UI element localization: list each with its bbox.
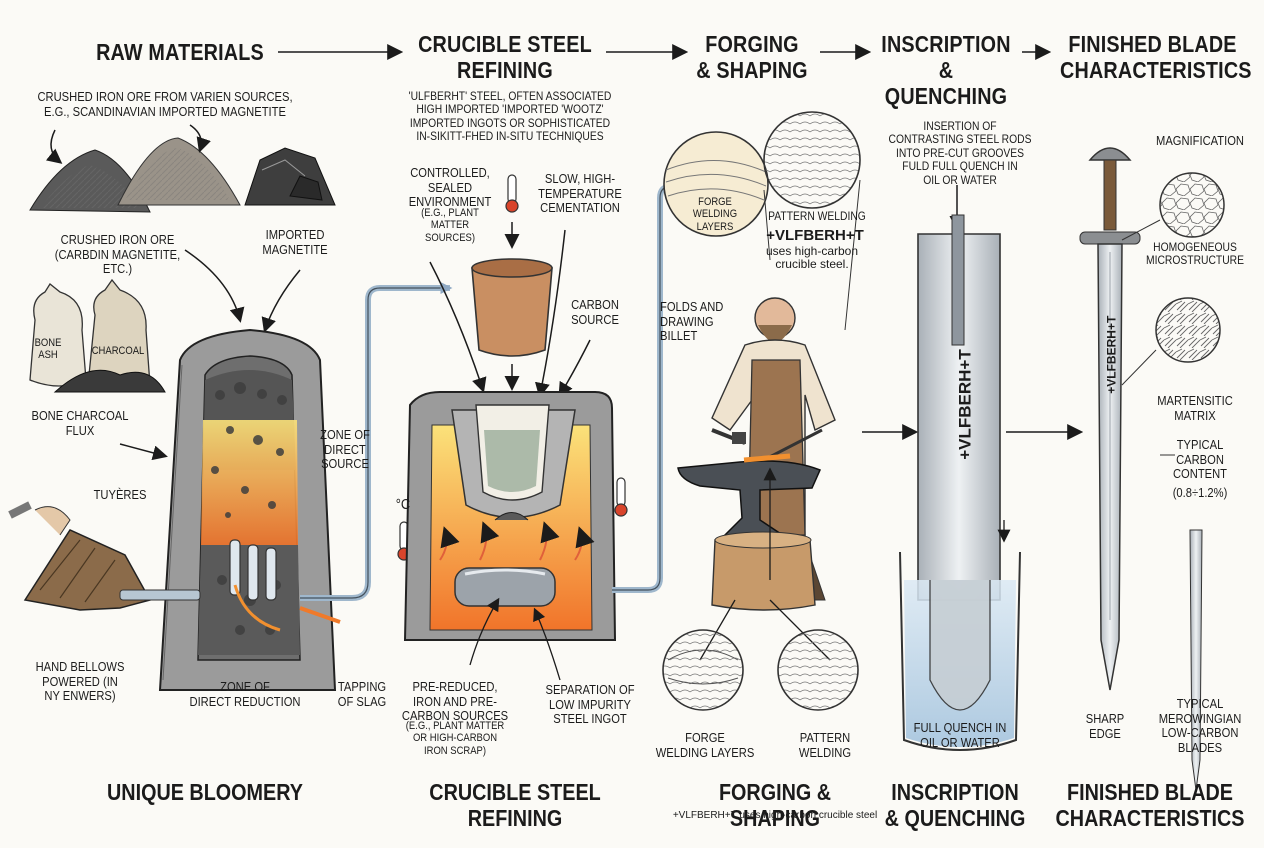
imported-magnetite-label: IMPORTED MAGNETITE — [262, 227, 328, 257]
bloomery-furnace — [158, 282, 453, 691]
sword — [1079, 147, 1203, 791]
prereduced-eg-label: (E.G., PLANT MATTER OR HIGH-CARBON IRON … — [405, 720, 505, 757]
micro-circles — [1121, 172, 1225, 456]
bottom-magnifiers — [662, 629, 859, 711]
carbon-range-label: (0.8÷1.2%) — [1172, 485, 1228, 500]
quench-assembly — [899, 185, 1021, 751]
zone-direct-source-label: ZONE OF DIRECT SOURCE — [320, 427, 370, 472]
carbon-source-label: CARBON SOURCE — [571, 297, 619, 327]
pattern-welding-bottom-label: PATTERN WELDING — [798, 730, 852, 760]
bottom-title-inscription: INSCRIPTION & QUENCHING — [884, 779, 1026, 831]
tuyeres-label: TUYÈRES — [93, 487, 147, 502]
tapping-slag-label: TAPPING OF SLAG — [337, 679, 387, 709]
charcoal-label: CHARCOAL — [91, 345, 145, 357]
sacks — [29, 278, 166, 393]
bone-ash-label: BONE ASH — [34, 337, 62, 362]
controlled-environment-label: CONTROLLED, SEALED ENVIRONMENT — [408, 165, 492, 210]
typical-carbon-label: TYPICAL CARBON CONTENT — [1172, 437, 1228, 482]
slow-cementation-label: SLOW, HIGH- TEMPERATURE CEMENTATION — [538, 171, 622, 216]
forge-layers-circle-label: FORGE WELDING LAYERS — [692, 196, 738, 233]
crucible-furnace — [403, 183, 700, 641]
sharp-edge-label: SHARP EDGE — [1085, 711, 1125, 741]
prereduced-label: PRE-REDUCED, IRON AND PRE- CARBON SOURCE… — [401, 679, 509, 724]
header-finished: FINISHED BLADE CHARACTERISTICS — [1060, 31, 1252, 83]
celsius-label: °C — [395, 496, 411, 513]
separation-label: SEPARATION OF LOW IMPURITY STEEL INGOT — [545, 682, 635, 727]
crucible-cup — [471, 258, 553, 357]
crucible-description: 'ULFBERHT' STEEL, OFTEN ASSOCIATED HIGH … — [408, 89, 612, 144]
full-quench-label: FULL QUENCH IN OIL OR WATER — [913, 720, 1007, 750]
insertion-label: INSERTION OF CONTRASTING STEEL RODS INTO… — [888, 119, 1032, 187]
forge-welding-layers-label: FORGE WELDING LAYERS — [655, 730, 755, 760]
header-inscription: INSCRIPTION & QUENCHING — [881, 31, 1011, 109]
header-crucible: CRUCIBLE STEEL REFINING — [418, 31, 592, 83]
bottom-title-bloomery: UNIQUE BLOOMERY — [107, 779, 303, 805]
bellows-label: HAND BELLOWS POWERED (IN NY ENWERS) — [35, 659, 125, 704]
ore-piles — [29, 137, 336, 213]
bottom-forging-subtitle: +VLFBERH+T uses high-carbon crucible ste… — [672, 810, 878, 821]
merowingian-label: TYPICAL MEROWINGIAN LOW-CARBON BLADES — [1158, 696, 1242, 755]
martensitic-label: MARTENSITIC MATRIX — [1157, 393, 1233, 423]
uses-high-carbon-label: uses high-carbon crucible steel. — [765, 244, 859, 272]
crushed-ore-label: CRUSHED IRON ORE (CARBDIN MAGNETITE, ETC… — [54, 232, 181, 277]
magnifier-circles — [663, 111, 861, 331]
folds-billet-label: FOLDS AND DRAWING BILLET — [660, 299, 724, 344]
sword-inscription-text: +VLFBERH+T — [1104, 315, 1119, 394]
controlled-eg-label: (E.G., PLANT MATTER SOURCES) — [421, 207, 479, 244]
flux-label: BONE CHARCOAL FLUX — [31, 408, 129, 438]
pattern-welding-label: PATTERN WELDING — [768, 209, 866, 223]
header-raw-materials: RAW MATERIALS — [96, 39, 264, 65]
magnification-label: MAGNIFICATION — [1156, 133, 1244, 148]
homogeneous-label: HOMOGENEOUS MICROSTRUCTURE — [1145, 240, 1245, 268]
bottom-title-crucible: CRUCIBLE STEEL REFINING — [429, 779, 601, 831]
inscription-mark-label: +VLFBERH+T — [766, 227, 864, 244]
header-forging: FORGING & SHAPING — [696, 31, 808, 83]
zone-direct-reduction-label: ZONE OF DIRECT REDUCTION — [189, 679, 301, 709]
thermometers — [397, 174, 628, 561]
bottom-title-finished: FINISHED BLADE CHARACTERISTICS — [1055, 779, 1245, 831]
hand-bellows — [8, 501, 201, 611]
blade-inscription-text: +VLFBERH+T — [955, 349, 975, 460]
ore-sources-label: CRUSHED IRON ORE FROM VARIEN SOURCES, E.… — [37, 89, 293, 119]
anvil — [677, 453, 822, 611]
bottom-title-forging: FORGING & SHAPING — [718, 779, 832, 831]
